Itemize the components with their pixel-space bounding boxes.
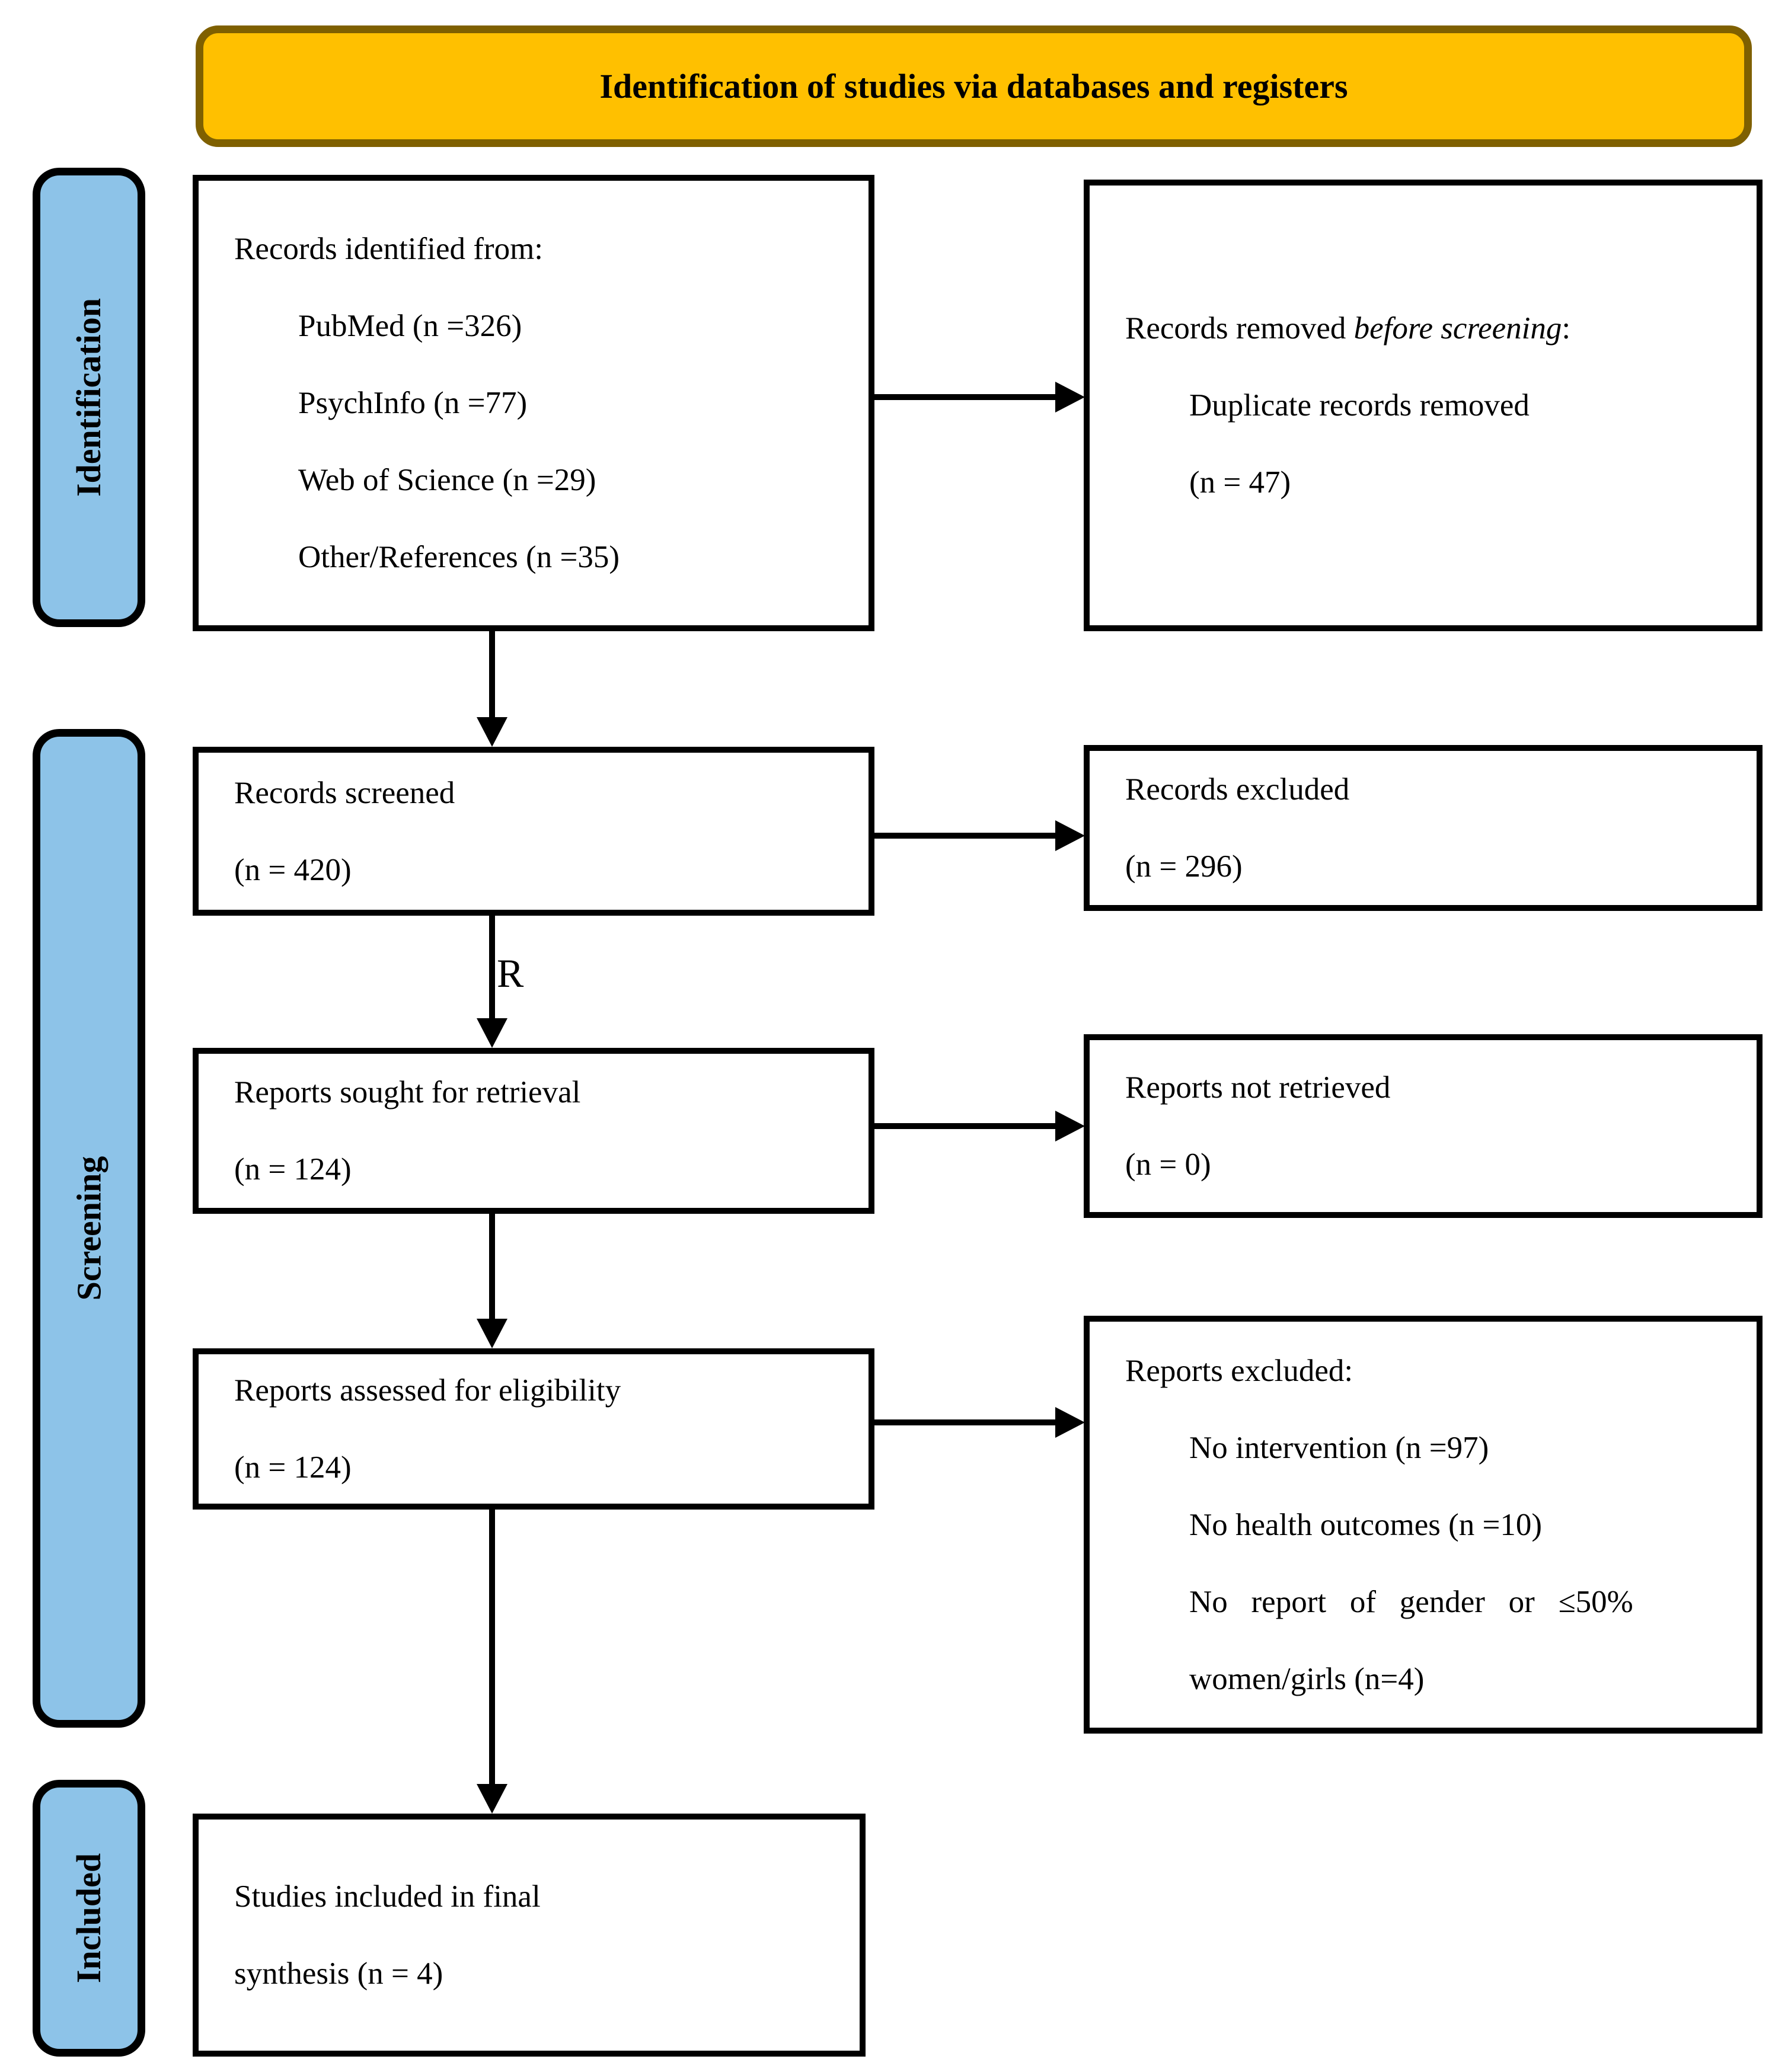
box-count: (n = 0)	[1125, 1147, 1211, 1182]
stage-label-screening: Screening	[69, 1156, 108, 1301]
box-count: (n = 296)	[1125, 849, 1243, 884]
excluded-no-intervention: No intervention (n =97)	[1189, 1430, 1489, 1465]
excluded-no-gender-report-line2: women/girls (n=4)	[1189, 1661, 1425, 1696]
box-records-screened: Records screened (n = 420)	[193, 747, 874, 916]
stage-bar-identification: Identification	[33, 168, 145, 627]
arrow-screened-to-sought-head-icon	[477, 1018, 507, 1048]
arrow-screened-to-excluded-head-icon	[1055, 820, 1085, 851]
arrow-sought-to-not-retrieved-head-icon	[1055, 1111, 1085, 1141]
duplicates-removed-count: (n = 47)	[1189, 465, 1291, 500]
arrow-assessed-to-excluded-head-icon	[1055, 1407, 1085, 1438]
arrow-assessed-to-excluded-line	[874, 1419, 1055, 1425]
arrow-sought-to-not-retrieved-line	[874, 1123, 1055, 1129]
box-reports-not-retrieved: Reports not retrieved (n = 0)	[1084, 1034, 1763, 1218]
box-title: Records screened	[234, 775, 455, 810]
box-title: Reports not retrieved	[1125, 1070, 1391, 1105]
box-title: Records excluded	[1125, 772, 1350, 807]
box-title: Reports assessed for eligibility	[234, 1373, 621, 1408]
box-title: Records identified from:	[234, 232, 544, 266]
arrow-identified-to-screened-head-icon	[477, 717, 507, 747]
box-title: Records removed before screening:	[1125, 290, 1736, 367]
box-count: (n = 124)	[234, 1450, 352, 1485]
box-records-removed: Records removed before screening: Duplic…	[1084, 180, 1763, 631]
arrow-identified-to-removed-line	[874, 394, 1055, 400]
arrow-identified-to-screened-line	[489, 631, 495, 717]
box-title: Reports sought for retrieval	[234, 1075, 581, 1109]
header-banner: Identification of studies via databases …	[196, 25, 1752, 147]
stage-label-included: Included	[69, 1853, 108, 1984]
arrow-sought-to-assessed-line	[489, 1214, 495, 1319]
header-title: Identification of studies via databases …	[599, 67, 1348, 105]
box-reports-sought: Reports sought for retrieval (n = 124)	[193, 1048, 874, 1214]
source-other-references: Other/References (n =35)	[298, 540, 620, 574]
box-records-identified: Records identified from: PubMed (n =326)…	[193, 175, 874, 631]
box-reports-assessed: Reports assessed for eligibility (n = 12…	[193, 1348, 874, 1510]
duplicates-removed-label: Duplicate records removed	[1189, 388, 1530, 423]
arrow-assessed-to-included-line	[489, 1510, 495, 1784]
title-italic: before screening	[1353, 311, 1562, 346]
source-psychinfo: PsychInfo (n =77)	[298, 386, 528, 420]
arrow-screened-to-excluded-line	[874, 833, 1055, 839]
excluded-no-health-outcomes: No health outcomes (n =10)	[1189, 1507, 1543, 1542]
title-suffix: :	[1562, 311, 1571, 346]
source-web-of-science: Web of Science (n =29)	[298, 463, 596, 497]
source-pubmed: PubMed (n =326)	[298, 309, 522, 343]
arrow-assessed-to-included-head-icon	[477, 1784, 507, 1814]
arrow-identified-to-removed-head-icon	[1055, 382, 1085, 413]
arrow-sought-to-assessed-head-icon	[477, 1319, 507, 1348]
box-reports-excluded: Reports excluded: No intervention (n =97…	[1084, 1316, 1763, 1734]
box-count: synthesis (n = 4)	[234, 1956, 443, 1991]
box-records-excluded: Records excluded (n = 296)	[1084, 745, 1763, 911]
arrow-screened-to-sought-line	[489, 916, 495, 1018]
stray-r-label: R	[497, 951, 524, 996]
box-count: (n = 420)	[234, 852, 352, 887]
stage-label-identification: Identification	[69, 298, 108, 497]
excluded-no-gender-report-line1: No report of gender or ≤50%	[1189, 1584, 1633, 1619]
box-title: Reports excluded:	[1125, 1353, 1353, 1388]
box-title: Studies included in final	[234, 1879, 541, 1914]
box-count: (n = 124)	[234, 1152, 352, 1187]
title-prefix: Records removed	[1125, 311, 1354, 346]
box-studies-included: Studies included in final synthesis (n =…	[193, 1814, 866, 2057]
stage-bar-screening: Screening	[33, 729, 145, 1728]
stage-bar-included: Included	[33, 1780, 145, 2057]
